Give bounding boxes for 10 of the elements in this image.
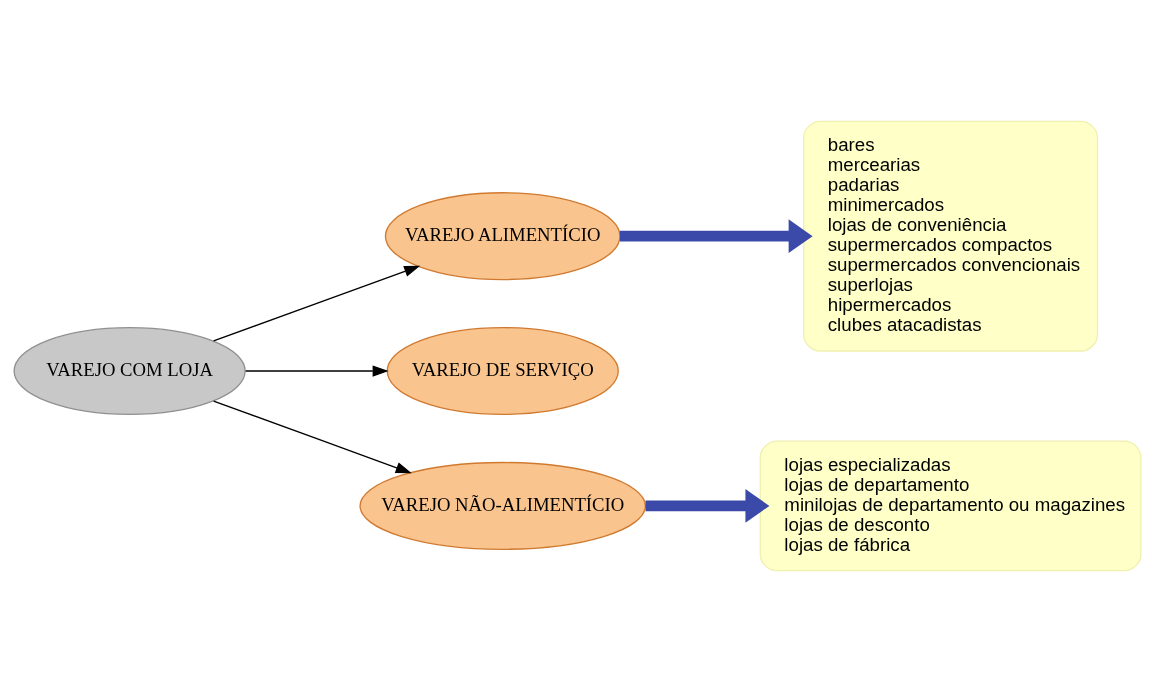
- arrow: [619, 219, 813, 253]
- arrow: [212, 265, 421, 342]
- arrow: [244, 365, 389, 377]
- node-ellipse: VAREJO DE SERVIÇO: [386, 326, 619, 416]
- node-box: lojas especializadas lojas de departamento minilojas de departamento ou magazines lojas de desconto lojas de fábrica: [759, 440, 1142, 572]
- node-ellipse: VAREJO COM LOJA: [13, 326, 246, 416]
- arrow: [645, 489, 770, 523]
- node-ellipse: VAREJO ALIMENTÍCIO: [384, 192, 621, 281]
- node-box: bares mercearias padarias minimercados lojas de conveniência supermercados compactos supermercados convencionais superlojas hipermercados clubes atacadistas: [803, 120, 1099, 352]
- arrow: [212, 400, 412, 474]
